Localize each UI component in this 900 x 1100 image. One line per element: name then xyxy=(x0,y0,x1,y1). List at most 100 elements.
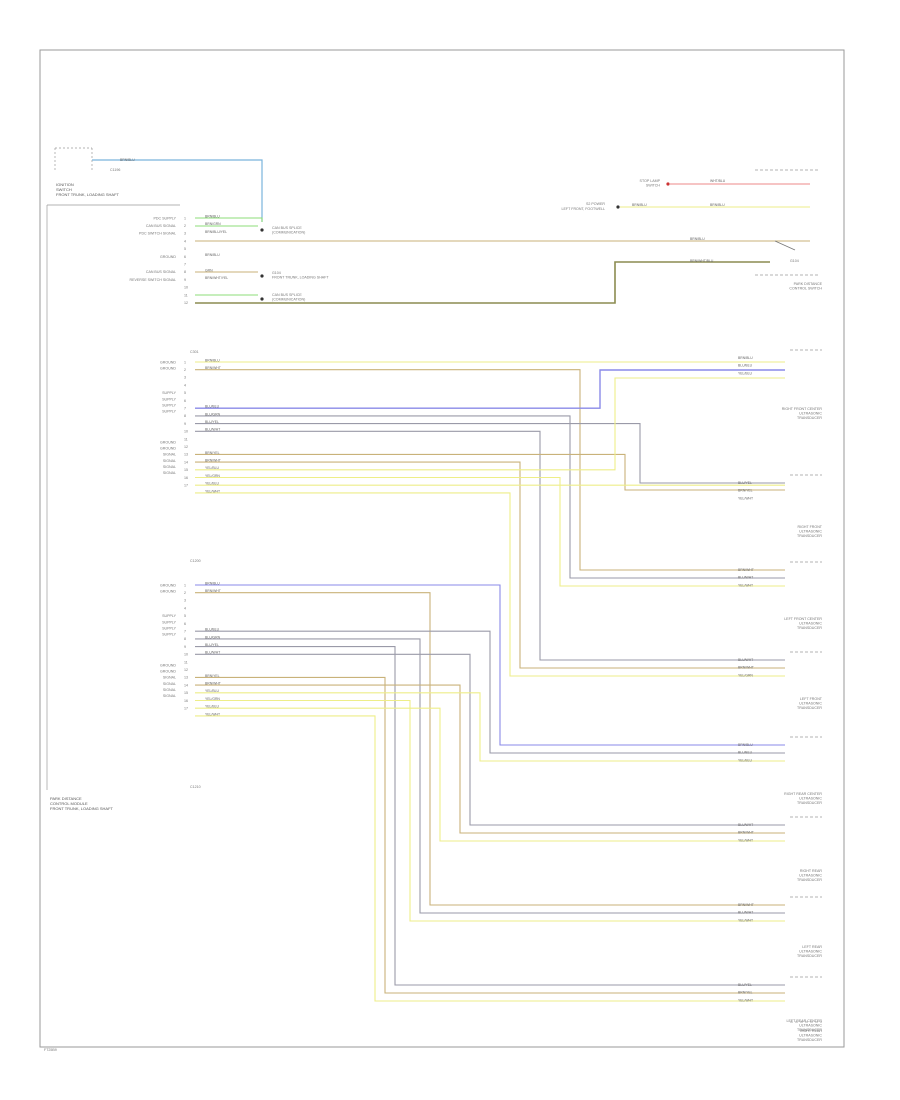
group1-pin-number: 6 xyxy=(184,399,186,403)
g2-wire-1 xyxy=(195,584,785,746)
stop-lamp-dot xyxy=(666,182,670,186)
group2-pin-number: 2 xyxy=(184,591,186,595)
g1-wire-label: BLU/YEL xyxy=(205,420,219,424)
stop-lamp-label: STOP LAMP xyxy=(640,179,661,183)
sensor-name: TRANSDUCER xyxy=(797,626,822,630)
ground-label: G104 xyxy=(790,259,799,263)
group1-pin-number: 1 xyxy=(184,360,186,364)
group2-pin-number: 10 xyxy=(184,653,188,657)
sensor-wire-label: BRN/BLU xyxy=(738,743,753,747)
group2-function: SIGNAL xyxy=(163,694,176,698)
group2-pin-number: 15 xyxy=(184,691,188,695)
g2-wire-label: BRN/YEL xyxy=(205,674,220,678)
sensor-name: TRANSDUCER xyxy=(797,1038,822,1042)
group1-pin-number: 16 xyxy=(184,476,188,480)
g2-wire-label: BLU/BLU xyxy=(205,628,220,632)
group1-pin-number: 12 xyxy=(184,445,188,449)
sensor-name: TRANSDUCER xyxy=(797,706,822,710)
connector-top-label: C301 xyxy=(190,350,199,354)
switch-contact xyxy=(774,240,796,251)
top-pin-function: PDC SWITCH SIGNAL xyxy=(139,232,176,236)
sensor-name: TRANSDUCER xyxy=(797,1028,822,1032)
sensor-name: TRANSDUCER xyxy=(797,416,822,420)
g1-wire-label: BLU/BLU xyxy=(205,405,220,409)
group2-pin-number: 13 xyxy=(184,676,188,680)
group1-function: SIGNAL xyxy=(163,465,176,469)
sensor-wire-label: BLU/YEL xyxy=(738,481,752,485)
g2-wire-label: BLU/YEL xyxy=(205,643,219,647)
g1-wire-label: BRN/BLU xyxy=(205,358,220,362)
g1-wire-10 xyxy=(195,476,785,587)
can-bus-splice-dot xyxy=(260,228,264,232)
group2-function: SUPPLY xyxy=(162,633,177,637)
connector-bot-label: C1210 xyxy=(190,785,201,789)
group1-function: SUPPLY xyxy=(162,410,177,414)
top-pin-number: 2 xyxy=(184,224,186,228)
pdc-supply-wire xyxy=(195,217,263,222)
g1-wire-9 xyxy=(195,377,785,471)
group1-pin-number: 9 xyxy=(184,422,186,426)
sensor-name: ULTRASONIC xyxy=(799,622,822,626)
top-pin-function: REVERSE SWITCH SIGNAL xyxy=(129,278,176,282)
top-pin-number: 9 xyxy=(184,278,186,282)
group1-pin-number: 15 xyxy=(184,468,188,472)
g2-wire-12 xyxy=(195,715,785,1002)
top-pin-number: 10 xyxy=(184,286,188,290)
sensor-wire-label: BRN/YEL xyxy=(738,991,753,995)
g1-wire-6 xyxy=(195,430,785,661)
sensor-name: ULTRASONIC xyxy=(799,950,822,954)
sensor-name: ULTRASONIC xyxy=(799,1034,822,1038)
group1-pin-number: 11 xyxy=(184,437,188,441)
g1-wire-4 xyxy=(195,415,785,579)
sensor-wire-label: YEL/GRN xyxy=(738,673,753,677)
sensor-wire-label: BLU/WHT xyxy=(738,823,753,827)
g2-wire-label: YEL/GRN xyxy=(205,697,220,701)
top-pin-number: 7 xyxy=(184,263,186,267)
sensor-name: ULTRASONIC xyxy=(799,874,822,878)
group1-pin-number: 13 xyxy=(184,453,188,457)
g2-wire-label: YEL/WHT xyxy=(205,712,220,716)
diagram-frame xyxy=(39,49,845,1048)
top-pin-function: GROUND xyxy=(160,255,176,259)
sensor-name: LEFT REAR xyxy=(802,945,822,949)
group1-function: SUPPLY xyxy=(162,403,177,407)
group2-pin-number: 5 xyxy=(184,614,186,618)
sensor-wire-label: YEL/BLU xyxy=(738,371,752,375)
group1-pin-number: 5 xyxy=(184,391,186,395)
group2-function: SUPPLY xyxy=(162,626,177,630)
g1-wire-5 xyxy=(195,423,785,484)
sensor-name: ULTRASONIC xyxy=(799,1024,822,1028)
ignition-wire-label: BRN/BLU xyxy=(120,158,135,162)
sensor-name: TRANSDUCER xyxy=(797,534,822,538)
sensor-wire-label: BRN/YEL xyxy=(738,489,753,493)
sensor-wire-label: BLU/WHT xyxy=(738,576,753,580)
group2-pin-number: 1 xyxy=(184,583,186,587)
sensor-name: TRANSDUCER xyxy=(797,801,822,805)
sensor-name: ULTRASONIC xyxy=(799,797,822,801)
top-pin-wire-label: BRN/BLU/YEL xyxy=(205,230,227,234)
sensor-name: ULTRASONIC xyxy=(799,412,822,416)
sensor-wire-label: YEL/WHT xyxy=(738,583,753,587)
sensor-name: TRANSDUCER xyxy=(797,954,822,958)
footer-code: FT25B9 xyxy=(44,1048,57,1052)
top-pin-function: CAN BUS SIGNAL xyxy=(146,270,176,274)
group1-pin-number: 10 xyxy=(184,430,188,434)
g1-wire-label: YEL/WHT xyxy=(205,489,220,493)
top-ref-label: G104 xyxy=(272,271,281,275)
sensor-wire-label: BRN/WHT xyxy=(738,568,754,572)
stop-lamp-label: SWITCH xyxy=(646,184,661,188)
sensor-name: ULTRASONIC xyxy=(799,530,822,534)
sensor-wire-label: YEL/WHT xyxy=(738,918,753,922)
sensor-name: ULTRASONIC xyxy=(799,702,822,706)
top-pin-wire-label: GRN xyxy=(205,268,213,272)
g2-wire-9 xyxy=(195,692,785,762)
module-label: PARK DISTANCE xyxy=(50,796,82,801)
sensor-name: RIGHT REAR xyxy=(800,869,823,873)
top-pin-wire-label: BRN/GRN xyxy=(205,222,221,226)
sensor-wire-label: BRN/WHT xyxy=(738,903,754,907)
ignition-connector-label: C1196 xyxy=(110,168,120,172)
top-ref-label: CAN BUS SPLICE xyxy=(272,226,302,230)
g2-wire-label: BRN/WHT xyxy=(205,589,221,593)
